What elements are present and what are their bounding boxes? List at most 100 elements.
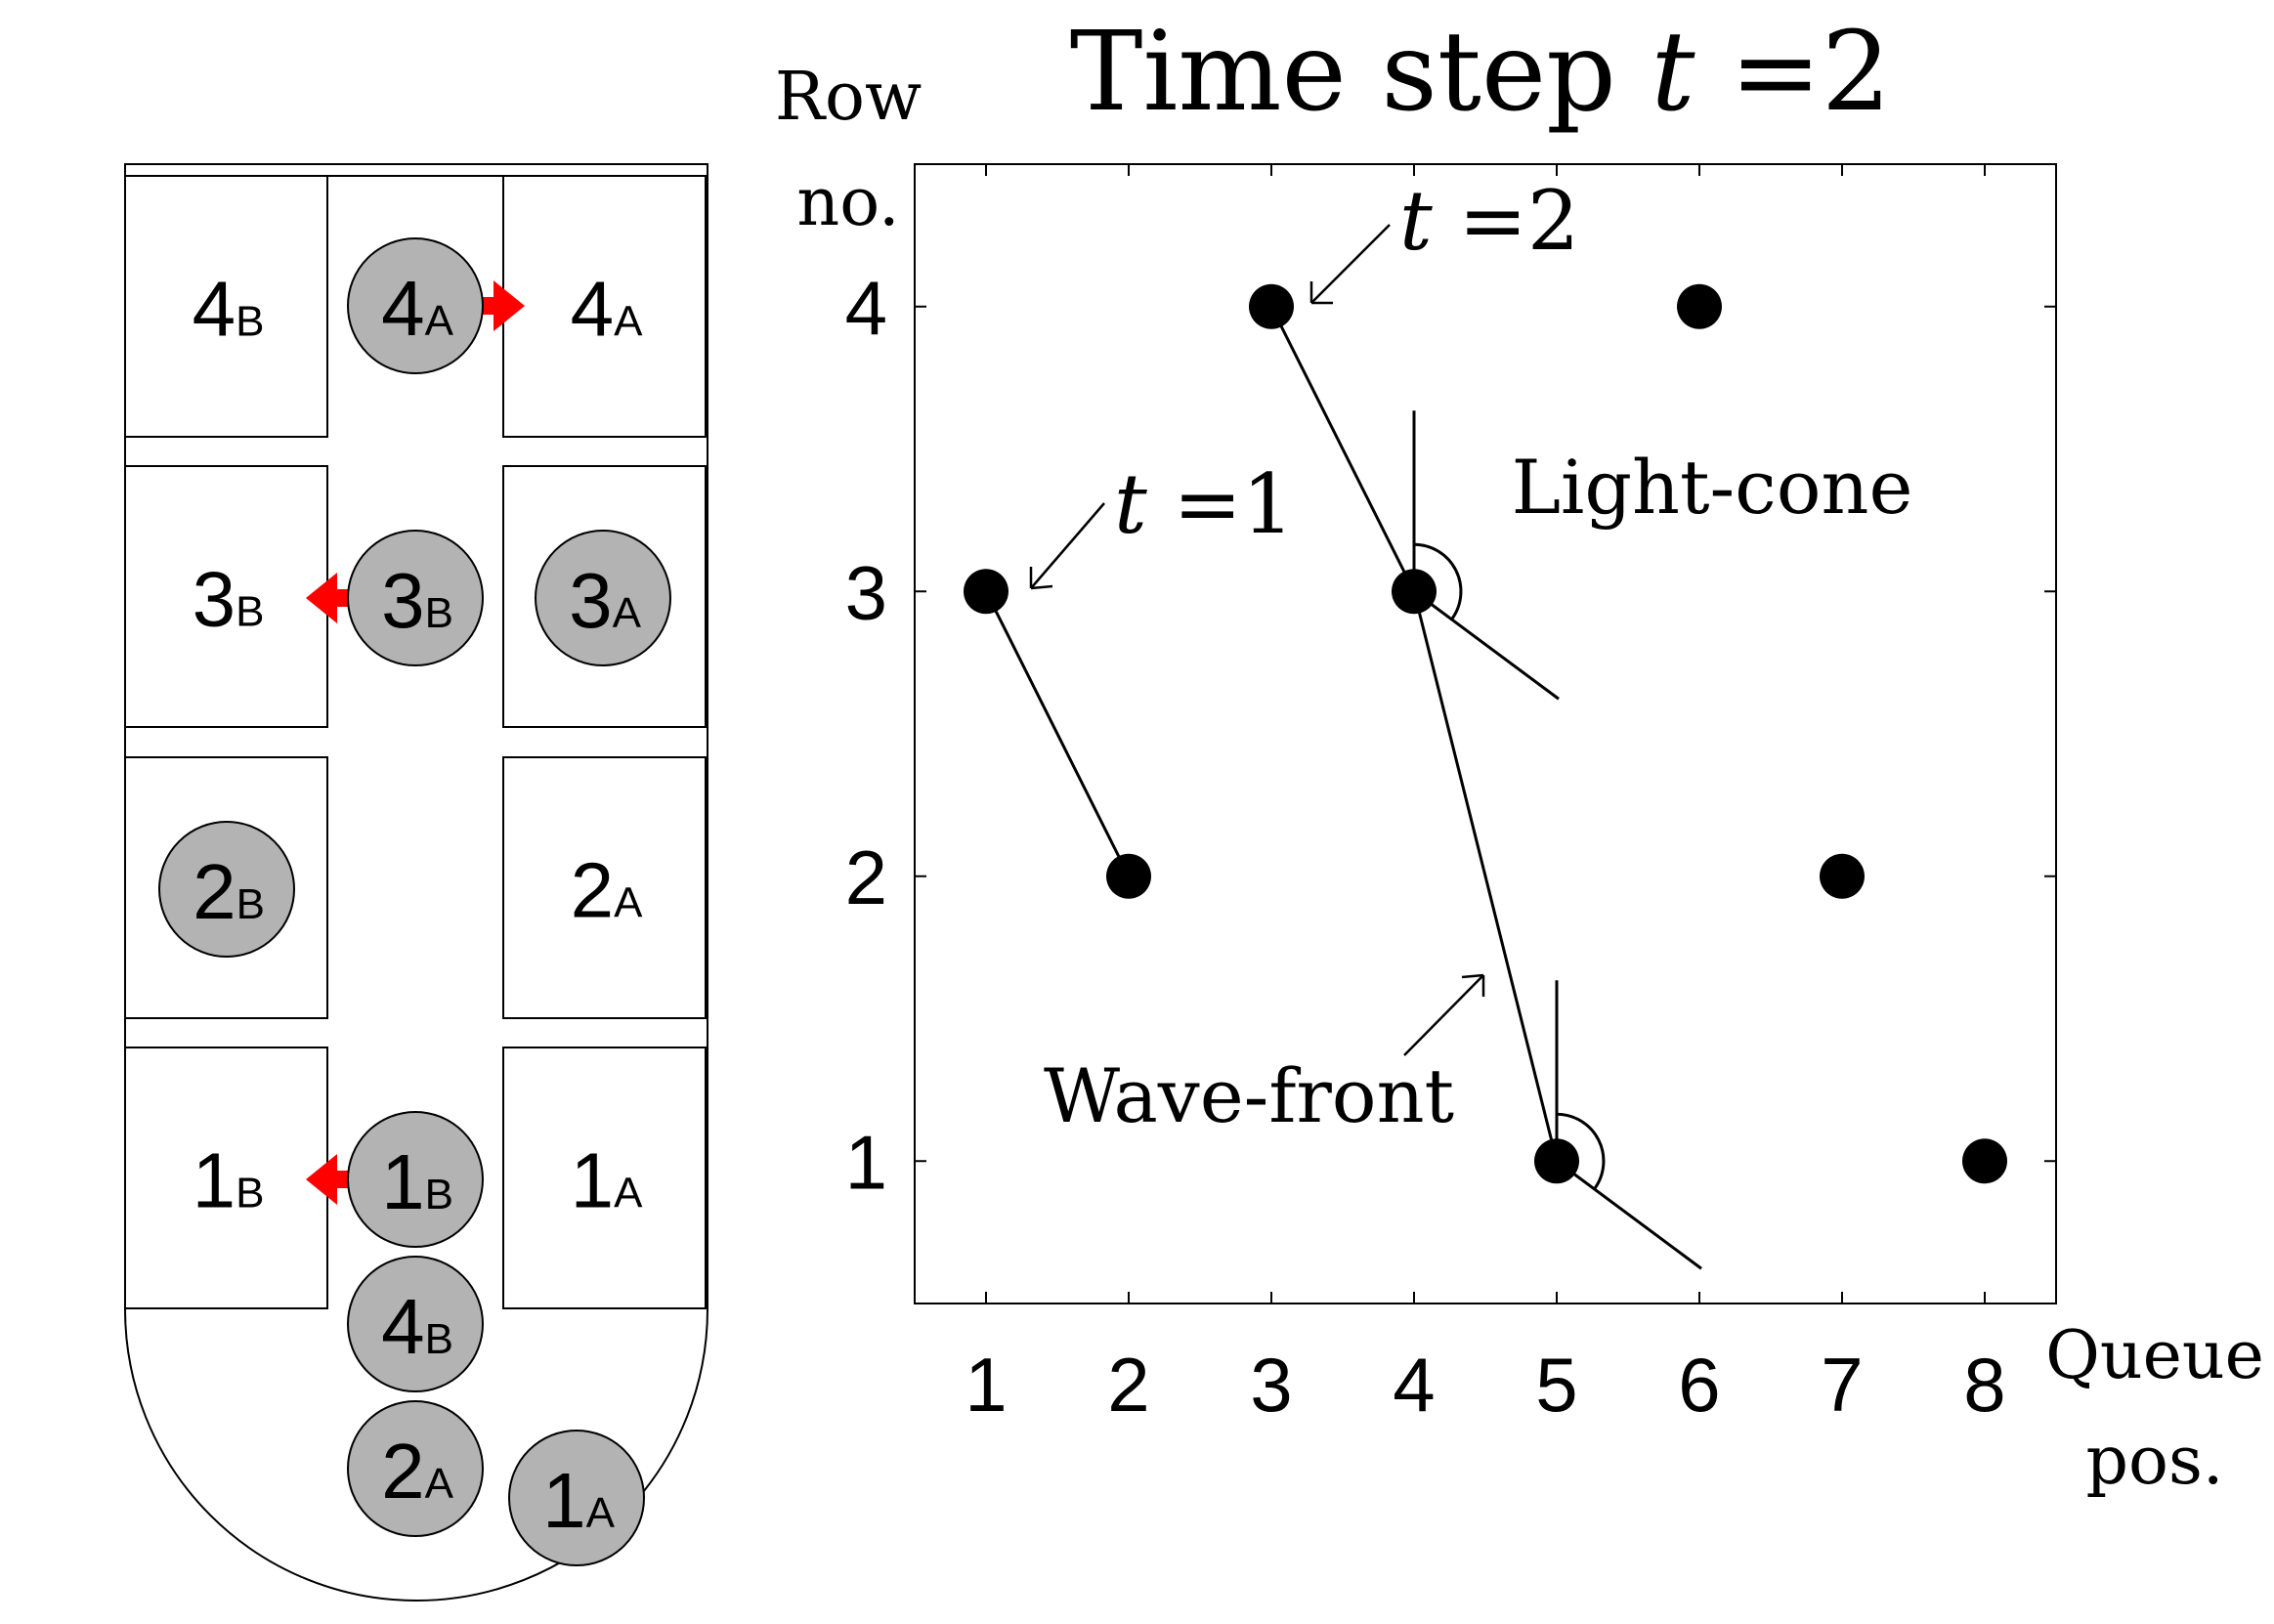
- passenger-seat-letter: A: [586, 1489, 616, 1537]
- passenger-label: 1B: [381, 1138, 453, 1225]
- x-tick-label: 6: [1678, 1342, 1720, 1428]
- x-tick-label: 3: [1250, 1342, 1292, 1428]
- data-point-6: [1677, 283, 1722, 329]
- passenger-disc: [347, 1400, 484, 1537]
- data-point-7: [1820, 853, 1865, 899]
- passenger-seat-letter: A: [425, 297, 454, 345]
- y-tick-label: 3: [845, 549, 887, 635]
- x-tick-label: 5: [1535, 1342, 1577, 1428]
- seat-box: [502, 175, 707, 438]
- light-cone: [1555, 980, 1702, 1270]
- passenger-2a: 2A: [347, 1400, 484, 1537]
- passenger-row: 3: [381, 557, 425, 644]
- annotation-t1: t =1: [1114, 456, 1294, 552]
- x-tick-label: 2: [1107, 1342, 1149, 1428]
- passenger-label: 2B: [193, 848, 265, 935]
- y-tick-label: 1: [845, 1119, 887, 1205]
- x-tick-label: 1: [965, 1342, 1007, 1428]
- passenger-seat-letter: A: [425, 1460, 454, 1508]
- seat-letter: B: [236, 298, 264, 346]
- passenger-row: 4: [381, 1283, 425, 1370]
- data-point-1: [964, 569, 1008, 615]
- passenger-row: 4: [381, 265, 425, 352]
- seat-arrow-head-3b: [306, 573, 337, 623]
- seat-number: 2: [571, 847, 615, 934]
- passenger-seat-letter: B: [425, 1171, 453, 1218]
- x-tick-label: 7: [1821, 1342, 1863, 1428]
- plot-area-frame: [914, 163, 2057, 1304]
- t2-arrow: [1310, 224, 1391, 304]
- seat-label: 1A: [571, 1137, 644, 1224]
- data-point-8: [1962, 1138, 2007, 1184]
- seat-letter: A: [614, 879, 643, 927]
- seat-label: 4B: [193, 266, 265, 353]
- y-axis-label-line1: Row: [775, 59, 922, 136]
- passenger-2b: 2B: [158, 821, 295, 958]
- passenger-label: 3A: [569, 557, 642, 644]
- light-cone-lower-edge: [1413, 590, 1560, 701]
- passenger-4b: 4B: [347, 1256, 484, 1392]
- passenger-seat-letter: B: [425, 589, 453, 637]
- y-tick-label: 4: [845, 265, 887, 351]
- seat-label: 4A: [571, 266, 644, 353]
- x-tick-label: 8: [1963, 1342, 2005, 1428]
- y-tick-label: 2: [845, 834, 887, 920]
- seat-arrow-head-1b: [306, 1154, 337, 1205]
- annotation-t2: t =2: [1399, 173, 1579, 269]
- annotation-wave-front: Wave-front: [1044, 1052, 1454, 1139]
- light-cone-lower-edge: [1556, 1160, 1702, 1270]
- seat-4a: 4A: [502, 175, 707, 438]
- data-point-4: [1392, 569, 1437, 615]
- seat-2a: 2A: [502, 756, 707, 1019]
- passenger-3b: 3B: [347, 530, 484, 666]
- wave-front-lines: [984, 306, 1702, 1270]
- seat-3b: 3B: [124, 465, 328, 728]
- x-tick-label: 4: [1393, 1342, 1435, 1428]
- data-point-5: [1534, 1138, 1579, 1184]
- data-point-3: [1249, 283, 1294, 329]
- seat-box: [124, 1047, 328, 1309]
- seat-layer: 4B4A3B3A2B2A1B1A: [124, 175, 707, 1309]
- seat-label: 2A: [571, 847, 644, 934]
- seat-box: [124, 465, 328, 728]
- passenger-row: 1: [381, 1138, 425, 1225]
- t1-arrow: [1030, 502, 1105, 589]
- passenger-disc: [347, 530, 484, 666]
- passenger-3a: 3A: [535, 530, 671, 666]
- x-axis-label-line2: pos.: [2086, 1423, 2224, 1500]
- seat-number: 4: [571, 266, 615, 353]
- light-cone-angle-arc: [1413, 542, 1463, 620]
- passenger-label: 3B: [381, 557, 453, 644]
- passenger-disc: [508, 1430, 645, 1566]
- passenger-disc: [535, 530, 671, 666]
- seat-box: [502, 756, 707, 1019]
- passenger-seat-letter: B: [236, 880, 265, 928]
- seat-letter: A: [614, 1170, 643, 1218]
- data-point-2: [1106, 853, 1151, 899]
- passenger-seat-letter: A: [613, 589, 642, 637]
- chart-title: Time step t =2: [1070, 9, 1891, 136]
- seat-letter: B: [236, 1170, 264, 1218]
- passenger-label: 1A: [542, 1457, 616, 1544]
- seat-box: [502, 1047, 707, 1309]
- passenger-disc: [347, 237, 484, 374]
- seat-letter: A: [614, 298, 643, 346]
- y-axis-label-line2: no.: [796, 164, 899, 241]
- data-points: [964, 283, 2007, 1184]
- passenger-label: 4A: [381, 265, 454, 352]
- seat-letter: B: [236, 588, 264, 636]
- passenger-4a: 4A: [347, 237, 484, 374]
- seat-box: [124, 175, 328, 438]
- seat-arrow-head-4a: [493, 280, 525, 331]
- passenger-disc: [347, 1111, 484, 1248]
- passenger-label: 2A: [381, 1428, 454, 1515]
- seat-number: 1: [571, 1137, 615, 1224]
- passenger-disc: [347, 1256, 484, 1392]
- t1-arrow-head: [1029, 567, 1053, 590]
- passenger-1a: 1A: [508, 1430, 645, 1566]
- passenger-1b: 1B: [347, 1111, 484, 1248]
